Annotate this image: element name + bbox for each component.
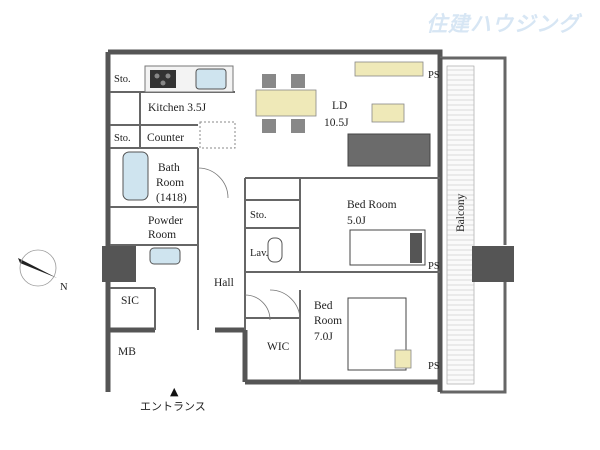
room-label-bath-1: Bath (158, 162, 180, 174)
room-label-powder-1: Powder (148, 215, 183, 227)
room-label-bath-2: Room (156, 177, 184, 189)
sink-icon (195, 68, 227, 90)
tv-board-icon (354, 61, 424, 77)
room-label-counter: Counter (147, 132, 184, 144)
room-label-lav: Lav. (250, 248, 268, 259)
balcony-column (472, 246, 514, 282)
room-label-mb: MB (118, 346, 136, 358)
room-label-wic: WIC (267, 341, 290, 353)
room-label-powder-2: Room (148, 229, 176, 241)
bathtub-icon (122, 151, 149, 201)
balcony (437, 56, 514, 394)
room-label-ps-1: PS (428, 70, 440, 81)
column (102, 246, 136, 282)
compass-north-label: N (60, 282, 68, 293)
room-label-sic: SIC (121, 295, 139, 307)
sofa-icon (347, 133, 431, 167)
room-label-hall: Hall (214, 277, 234, 289)
room-label-sto-counter: Sto. (114, 133, 131, 144)
room-label-ld-1: LD (332, 100, 347, 112)
room-label-bedroom1-1: Bed Room (347, 199, 397, 211)
washbasin-icon (149, 247, 181, 265)
room-label-kitchen: Kitchen 3.5J (148, 102, 207, 114)
brand-logo: 住建ハウジング (426, 12, 580, 36)
room-label-ld-2: 10.5J (324, 117, 349, 129)
room-label-bedroom2-1: Bed (314, 300, 333, 312)
room-label-bedroom2-2: Room (314, 315, 342, 327)
entrance-arrow-icon: ▲ (170, 385, 179, 398)
room-label-bedroom2-3: 7.0J (314, 331, 333, 343)
doors (197, 167, 301, 321)
beds (347, 229, 426, 371)
partitions (110, 91, 440, 382)
toilet-icon (267, 237, 283, 263)
kitchen-fixtures (144, 65, 236, 149)
room-label-sto-hall: Sto. (250, 210, 267, 221)
room-label-bath-3: (1418) (156, 192, 187, 204)
room-label-ps-2: PS (428, 261, 440, 272)
compass-icon: N (18, 249, 68, 293)
entrance-label: エントランス (140, 400, 206, 413)
room-label-bedroom1-2: 5.0J (347, 215, 366, 227)
room-label-sto-kitchen: Sto. (114, 74, 131, 85)
room-label-ps-3: PS (428, 361, 440, 372)
room-label-balcony: Balcony (455, 193, 467, 232)
ld-furniture (255, 61, 431, 167)
dining-table-icon (255, 89, 317, 117)
walls (105, 49, 443, 392)
